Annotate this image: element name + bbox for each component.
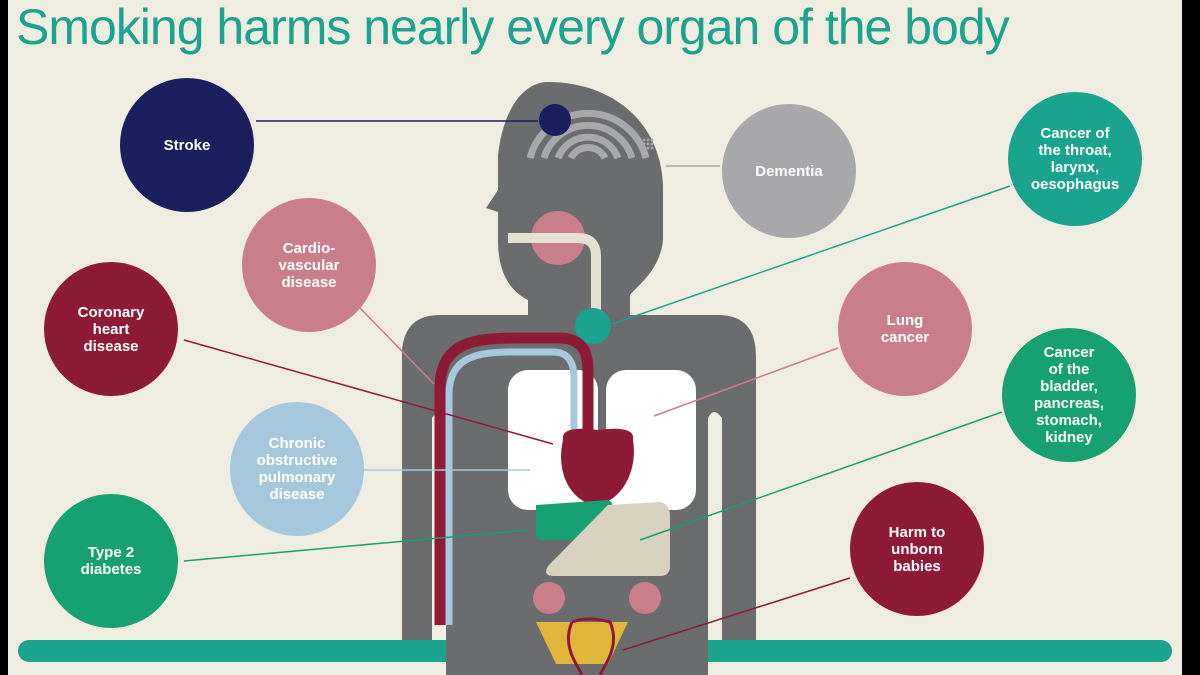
diabetes-circle: Type 2 diabetes xyxy=(44,494,178,628)
cardiovascular-label: Cardio- vascular disease xyxy=(278,239,340,291)
copd-label: Chronic obstructive pulmonary disease xyxy=(256,435,338,503)
bladder xyxy=(536,622,628,664)
lung-cancer-label: Lung cancer xyxy=(880,312,930,346)
heart xyxy=(561,428,634,506)
unborn-circle: Harm to unborn babies xyxy=(850,482,984,616)
brain-stroke-marker xyxy=(539,104,571,136)
lung-cancer-circle: Lung cancer xyxy=(838,262,972,396)
throat-cancer-label: Cancer of the throat, larynx, oesophagus xyxy=(1030,125,1120,193)
coronary-label: Coronary heart disease xyxy=(77,303,145,355)
stroke-circle: Stroke xyxy=(120,78,254,212)
brain xyxy=(526,109,650,160)
throat-marker xyxy=(575,308,611,344)
airway-tube xyxy=(508,233,601,335)
bladder-cancer-label: Cancer of the bladder, pancreas, stomach… xyxy=(1033,344,1105,446)
aorta xyxy=(434,332,594,625)
kidney-right xyxy=(629,582,661,614)
unborn-label: Harm to unborn babies xyxy=(888,523,946,575)
throat-cancer-circle: Cancer of the throat, larynx, oesophagus xyxy=(1008,92,1142,226)
coronary-circle: Coronary heart disease xyxy=(44,262,178,396)
stomach xyxy=(546,502,670,576)
bladder-cancer-circle: Cancer of the bladder, pancreas, stomach… xyxy=(1002,328,1136,462)
body-diagram xyxy=(18,82,1172,675)
connector-lines xyxy=(183,120,1011,651)
stroke-label: Stroke xyxy=(163,136,211,154)
diabetes-label: Type 2 diabetes xyxy=(80,544,142,578)
cardiovascular-circle: Cardio- vascular disease xyxy=(242,198,376,332)
brain-dots xyxy=(642,138,654,150)
copd-circle: Chronic obstructive pulmonary disease xyxy=(230,402,364,536)
vein xyxy=(445,348,578,625)
dementia-label: Dementia xyxy=(755,162,823,180)
uterus xyxy=(567,617,615,675)
dementia-circle: Dementia xyxy=(722,104,856,238)
infographic-title: Smoking harms nearly every organ of the … xyxy=(16,0,1010,55)
infographic-panel: Smoking harms nearly every organ of the … xyxy=(8,0,1182,675)
kidney-left xyxy=(533,582,565,614)
